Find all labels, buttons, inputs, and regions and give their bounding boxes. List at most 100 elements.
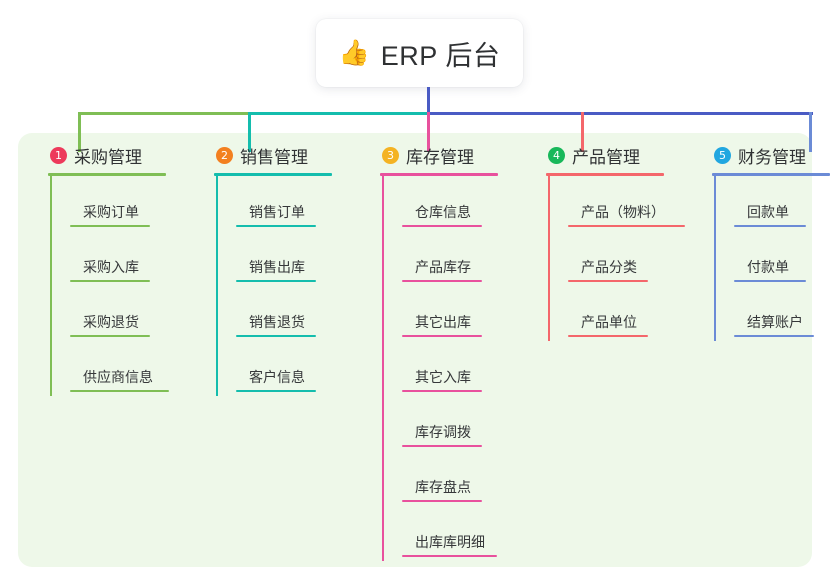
branch-leaf-node[interactable]: 产品分类 bbox=[548, 231, 664, 286]
branch-leaf-label: 库存盘点 bbox=[415, 479, 471, 495]
branch-leaf-label: 客户信息 bbox=[249, 369, 305, 385]
branch-header-5[interactable]: 5 财务管理 bbox=[694, 142, 830, 168]
branch-index-badge: 4 bbox=[548, 146, 565, 164]
branch-leaf-rule bbox=[402, 335, 482, 337]
branch-leaf-label: 库存调拨 bbox=[415, 424, 471, 440]
branch-leaf-node[interactable]: 出库库明细 bbox=[382, 506, 498, 561]
branch-leaf-label: 回款单 bbox=[747, 204, 789, 220]
branch-leaf-node[interactable]: 采购退货 bbox=[50, 286, 166, 341]
root-node-label: ERP 后台 bbox=[380, 40, 501, 71]
branch-leaf-label: 其它入库 bbox=[415, 369, 471, 385]
branch-title-rule bbox=[712, 173, 830, 176]
branch-leaf-node[interactable]: 付款单 bbox=[714, 231, 830, 286]
branch-index-badge: 3 bbox=[382, 146, 399, 164]
thumbs-up-icon: 👍 bbox=[338, 38, 370, 67]
branch-leaf-label: 产品库存 bbox=[415, 259, 471, 275]
branch-children-3: 仓库信息产品库存其它出库其它入库库存调拨库存盘点出库库明细 bbox=[362, 176, 498, 561]
branch-leaf-node[interactable]: 产品（物料） bbox=[548, 176, 685, 231]
branch-index-badge: 5 bbox=[714, 146, 731, 164]
root-node[interactable]: 👍 ERP 后台 bbox=[316, 19, 523, 87]
branch-drop-connector-2 bbox=[248, 112, 251, 152]
branch-leaf-label: 采购退货 bbox=[83, 314, 139, 330]
branch-leaf-label: 其它出库 bbox=[415, 314, 471, 330]
branch-leaf-rule bbox=[734, 280, 806, 282]
branch-leaf-label: 销售出库 bbox=[249, 259, 305, 275]
branch-leaf-label: 采购入库 bbox=[83, 259, 139, 275]
branch-leaf-rule bbox=[402, 225, 482, 227]
root-stem-connector bbox=[427, 87, 430, 115]
branch-children-2: 销售订单销售出库销售退货客户信息 bbox=[196, 176, 332, 396]
branch-leaf-rule bbox=[568, 280, 648, 282]
branch-leaf-label: 销售退货 bbox=[249, 314, 305, 330]
branch-leaf-node[interactable]: 仓库信息 bbox=[382, 176, 498, 231]
branch-column-5: 5 财务管理回款单付款单结算账户 bbox=[694, 142, 830, 341]
branch-index-badge: 1 bbox=[50, 146, 67, 164]
branch-leaf-label: 销售订单 bbox=[249, 204, 305, 220]
branch-drop-connector-4 bbox=[581, 112, 584, 152]
branch-header-1[interactable]: 1 采购管理 bbox=[30, 142, 166, 168]
branch-index-badge: 2 bbox=[216, 146, 233, 164]
branch-title-rule bbox=[214, 173, 332, 176]
branch-column-3: 3 库存管理仓库信息产品库存其它出库其它入库库存调拨库存盘点出库库明细 bbox=[362, 142, 498, 561]
branch-leaf-node[interactable]: 回款单 bbox=[714, 176, 830, 231]
branch-children-1: 采购订单采购入库采购退货供应商信息 bbox=[30, 176, 169, 396]
branch-title: 产品管理 bbox=[572, 147, 640, 167]
branch-leaf-rule bbox=[734, 335, 814, 337]
branch-leaf-label: 付款单 bbox=[747, 259, 789, 275]
branch-leaf-node[interactable]: 产品库存 bbox=[382, 231, 498, 286]
branch-leaf-rule bbox=[402, 390, 482, 392]
branch-leaf-rule bbox=[734, 225, 806, 227]
branch-leaf-rule bbox=[70, 280, 150, 282]
branch-leaf-node[interactable]: 结算账户 bbox=[714, 286, 830, 341]
branch-leaf-rule bbox=[236, 335, 316, 337]
branch-header-3[interactable]: 3 库存管理 bbox=[362, 142, 498, 168]
branch-title: 销售管理 bbox=[240, 147, 308, 167]
bus-segment-green bbox=[78, 112, 248, 115]
branch-leaf-label: 产品（物料） bbox=[581, 204, 665, 220]
branch-leaf-node[interactable]: 销售订单 bbox=[216, 176, 332, 231]
branch-leaf-node[interactable]: 其它出库 bbox=[382, 286, 498, 341]
branch-leaf-rule bbox=[70, 390, 169, 392]
branch-leaf-node[interactable]: 产品单位 bbox=[548, 286, 664, 341]
branch-leaf-node[interactable]: 其它入库 bbox=[382, 341, 498, 396]
bus-segment-teal bbox=[248, 112, 427, 115]
branch-spine bbox=[382, 176, 384, 561]
branch-spine bbox=[216, 176, 218, 396]
branch-leaf-rule bbox=[402, 280, 482, 282]
branch-drop-connector-3 bbox=[427, 112, 430, 152]
branch-spine bbox=[714, 176, 716, 341]
branch-children-4: 产品（物料） 产品分类产品单位 bbox=[528, 176, 685, 341]
branch-leaf-rule bbox=[70, 335, 150, 337]
branch-header-4[interactable]: 4 产品管理 bbox=[528, 142, 664, 168]
branch-column-2: 2 销售管理销售订单销售出库销售退货客户信息 bbox=[196, 142, 332, 396]
branch-title: 库存管理 bbox=[406, 147, 474, 167]
branch-header-2[interactable]: 2 销售管理 bbox=[196, 142, 332, 168]
branch-drop-connector-5 bbox=[809, 112, 812, 152]
branch-title-rule bbox=[48, 173, 166, 176]
branch-title: 采购管理 bbox=[74, 147, 142, 167]
branch-leaf-node[interactable]: 库存调拨 bbox=[382, 396, 498, 451]
branch-leaf-rule bbox=[402, 500, 482, 502]
branch-title-rule bbox=[380, 173, 498, 176]
branch-leaf-rule bbox=[236, 390, 316, 392]
branch-leaf-node[interactable]: 采购订单 bbox=[50, 176, 166, 231]
branch-leaf-label: 出库库明细 bbox=[415, 534, 485, 550]
branch-leaf-node[interactable]: 供应商信息 bbox=[50, 341, 169, 396]
branch-leaf-node[interactable]: 客户信息 bbox=[216, 341, 332, 396]
branch-leaf-node[interactable]: 库存盘点 bbox=[382, 451, 498, 506]
branch-leaf-node[interactable]: 采购入库 bbox=[50, 231, 166, 286]
branch-column-1: 1 采购管理采购订单采购入库采购退货供应商信息 bbox=[30, 142, 169, 396]
branch-leaf-rule bbox=[402, 445, 482, 447]
branch-leaf-label: 产品分类 bbox=[581, 259, 637, 275]
branch-leaf-node[interactable]: 销售出库 bbox=[216, 231, 332, 286]
bus-segment-indigo bbox=[427, 112, 813, 115]
branch-leaf-rule bbox=[402, 555, 497, 557]
branch-leaf-label: 采购订单 bbox=[83, 204, 139, 220]
branch-leaf-label: 仓库信息 bbox=[415, 204, 471, 220]
branch-leaf-rule bbox=[236, 225, 316, 227]
branch-leaf-label: 供应商信息 bbox=[83, 369, 153, 385]
branch-title: 财务管理 bbox=[738, 147, 806, 167]
branch-leaf-node[interactable]: 销售退货 bbox=[216, 286, 332, 341]
branch-spine bbox=[548, 176, 550, 341]
